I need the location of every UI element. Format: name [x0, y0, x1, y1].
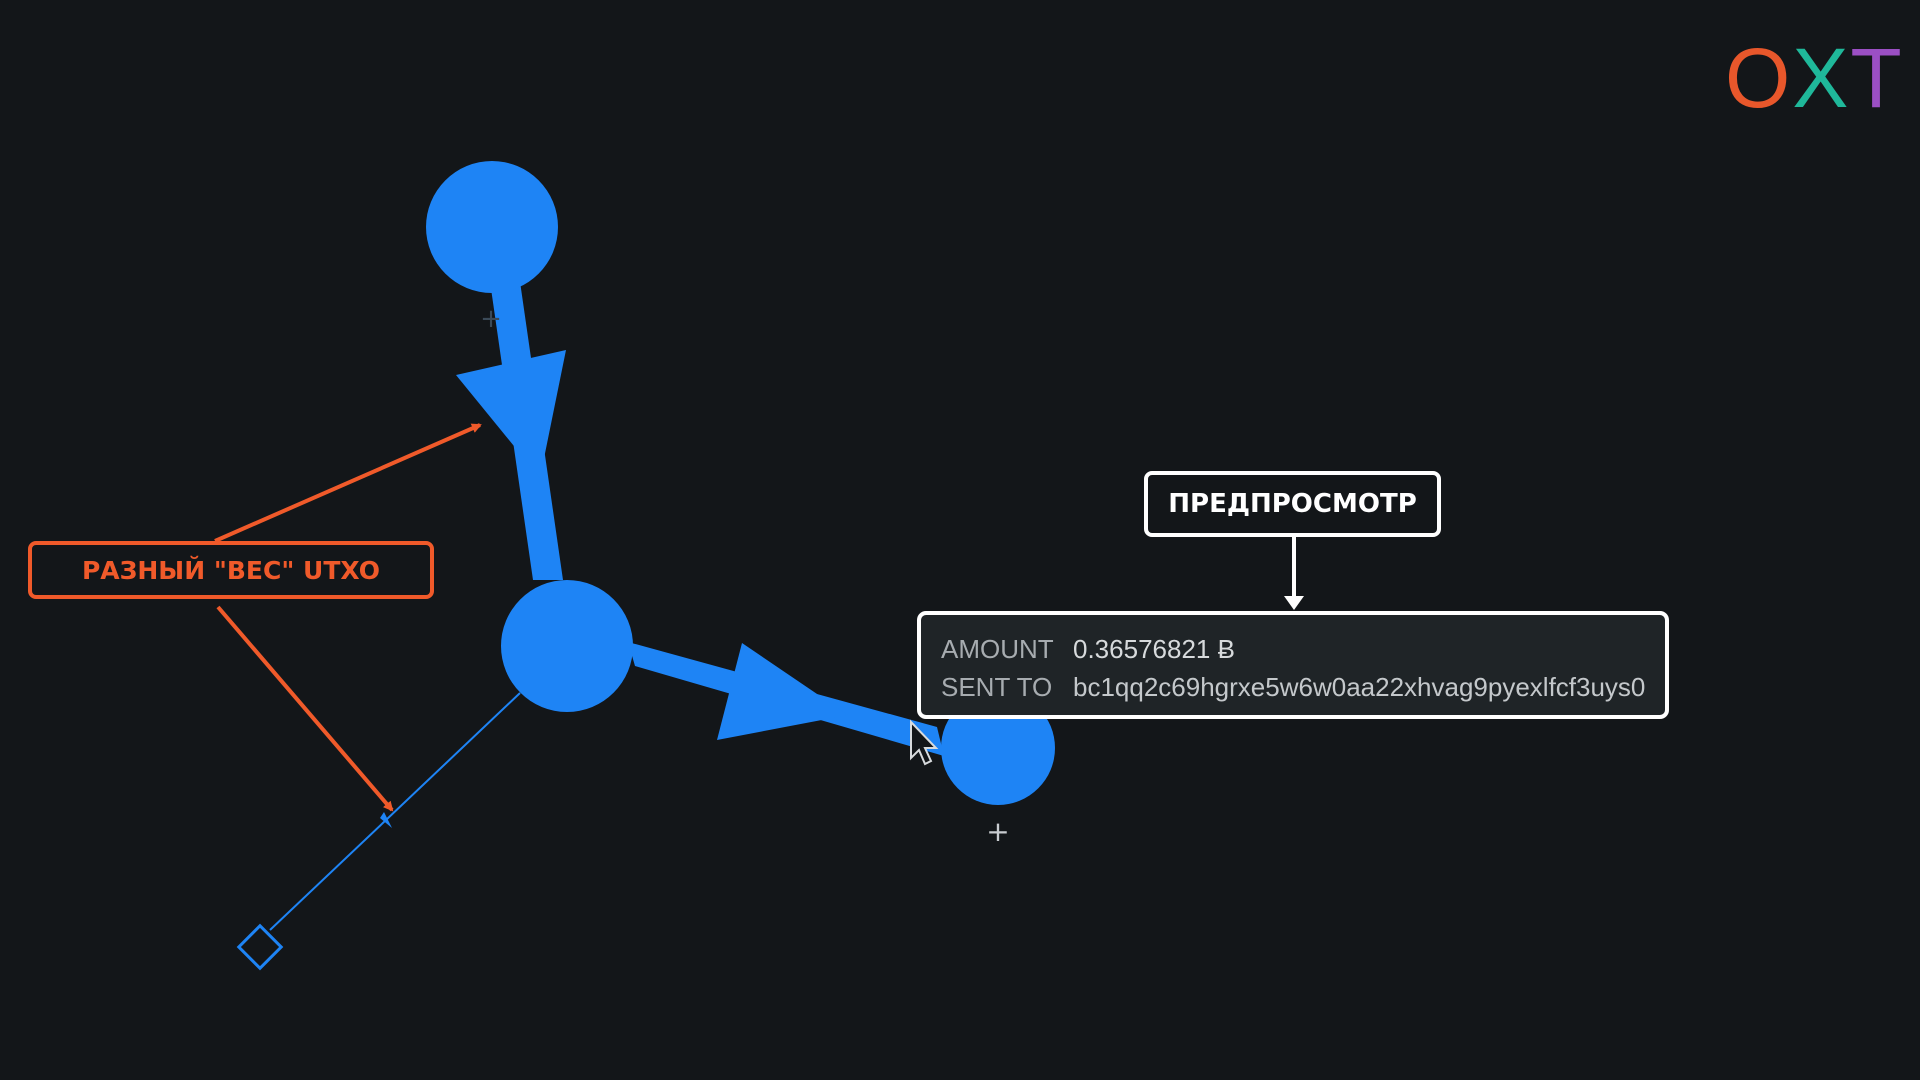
callout-arrow-lower — [216, 605, 394, 812]
tooltip-amount-value: 0.36576821 Ƀ — [1073, 633, 1235, 664]
node-middle[interactable] — [501, 580, 633, 712]
node-right[interactable] — [941, 691, 1055, 805]
logo-letter-x: X — [1792, 31, 1851, 125]
callout-arrow-upper — [214, 423, 482, 543]
tooltip-sent-to-address[interactable]: bc1qq2c69hgrxe5w6w0aa22xhvag9pyexlfcf3uy… — [1073, 671, 1646, 702]
expand-icon-top[interactable]: + — [480, 304, 502, 334]
tooltip-sent-to-row: SENT TO bc1qq2c69hgrxe5w6w0aa22xhvag9pye… — [941, 668, 1665, 706]
edge-middle-to-diamond-arrowhead — [380, 812, 392, 828]
tooltip-amount-label: AMOUNT — [941, 633, 1054, 664]
tooltip-amount-row: AMOUNT 0.36576821 Ƀ — [941, 630, 1665, 668]
edge-top-to-middle-arrowhead — [456, 350, 566, 478]
utxo-tooltip: AMOUNT 0.36576821 Ƀ SENT TO bc1qq2c69hgr… — [917, 611, 1669, 719]
logo-letter-o: O — [1725, 31, 1793, 125]
node-bottom-left[interactable] — [236, 923, 284, 971]
utxo-weight-callout: РАЗНЫЙ "ВЕС" UTXO — [28, 541, 434, 599]
expand-icon-right[interactable]: + — [986, 815, 1009, 848]
preview-callout: ПРЕДПРОСМОТР — [1144, 471, 1441, 537]
tooltip-sent-to-label: SENT TO — [941, 671, 1053, 702]
node-top[interactable] — [426, 161, 558, 293]
edge-middle-to-diamond[interactable] — [269, 692, 521, 931]
logo-letter-t: T — [1850, 31, 1904, 125]
mouse-cursor-icon — [910, 719, 939, 766]
edge-middle-to-right-arrowhead — [717, 643, 848, 740]
oxt-logo: OXT — [1725, 28, 1904, 128]
preview-arrow-head — [1284, 596, 1304, 610]
